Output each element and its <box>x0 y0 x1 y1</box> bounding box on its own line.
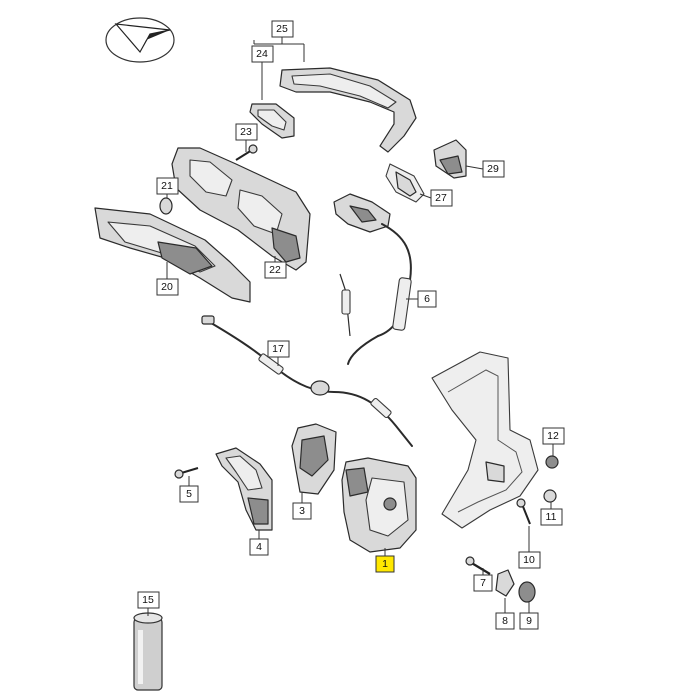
screw-part-5[interactable] <box>174 467 199 479</box>
callout-29-text: 29 <box>487 163 499 175</box>
callout-25-text: 25 <box>276 23 288 35</box>
inner-release-cable[interactable] <box>201 315 413 447</box>
callout-10[interactable]: 10 <box>518 551 541 569</box>
callout-25[interactable]: 25 <box>271 20 294 38</box>
callout-23-text: 23 <box>240 126 252 138</box>
callout-1[interactable]: 1 <box>375 555 395 573</box>
callout-6-text: 6 <box>424 293 430 305</box>
callout-1-text: 1 <box>382 558 388 570</box>
callout-21-text: 21 <box>161 180 173 192</box>
callout-7-text: 7 <box>480 577 486 589</box>
orientation-arrow-icon <box>105 17 175 63</box>
leader-lines <box>147 62 554 616</box>
callout-22-text: 22 <box>269 264 281 276</box>
callout-21[interactable]: 21 <box>156 177 179 195</box>
callout-20-text: 20 <box>161 281 173 293</box>
callout-9[interactable]: 9 <box>519 612 539 630</box>
callout-23[interactable]: 23 <box>235 123 258 141</box>
handle-carrier-frame[interactable] <box>171 147 311 271</box>
lock-bracket[interactable] <box>291 423 337 495</box>
group-bracket-25 <box>253 37 305 62</box>
callout-12[interactable]: 12 <box>542 427 565 445</box>
callout-27[interactable]: 27 <box>430 189 453 207</box>
handle-cap[interactable] <box>433 139 467 179</box>
door-trim-panel[interactable] <box>94 207 251 303</box>
nut-part[interactable] <box>543 489 557 503</box>
grommet-part[interactable] <box>545 455 559 469</box>
callout-4[interactable]: 4 <box>249 538 269 556</box>
door-lock[interactable] <box>341 457 417 553</box>
callout-24[interactable]: 24 <box>251 45 274 63</box>
screw-part[interactable] <box>235 144 258 161</box>
callout-4-text: 4 <box>256 541 262 553</box>
handle-gasket[interactable] <box>249 103 295 139</box>
callout-7[interactable]: 7 <box>473 574 493 592</box>
inner-door-handle[interactable] <box>215 447 273 531</box>
callout-8[interactable]: 8 <box>495 612 515 630</box>
callout-20[interactable]: 20 <box>156 278 179 296</box>
bolt-part-7[interactable] <box>465 556 491 575</box>
cover-cap[interactable] <box>518 581 536 603</box>
callout-11[interactable]: 11 <box>540 508 563 526</box>
callout-12-text: 12 <box>547 430 559 442</box>
outer-door-handle[interactable] <box>279 67 417 153</box>
callout-11-text: 11 <box>546 511 557 523</box>
release-cable[interactable] <box>333 193 412 365</box>
callout-24-text: 24 <box>256 48 268 60</box>
spray-can[interactable] <box>133 612 163 691</box>
cap-gasket[interactable] <box>385 163 425 203</box>
callout-27-text: 27 <box>435 192 447 204</box>
callout-15-text: 15 <box>142 594 154 606</box>
callout-17[interactable]: 17 <box>267 340 290 358</box>
callout-15[interactable]: 15 <box>137 591 160 609</box>
callout-29[interactable]: 29 <box>482 160 505 178</box>
callout-3[interactable]: 3 <box>292 502 312 520</box>
callout-5[interactable]: 5 <box>179 485 199 503</box>
callout-5-text: 5 <box>186 488 192 500</box>
callout-6[interactable]: 6 <box>417 290 437 308</box>
clip-part[interactable] <box>159 197 173 215</box>
door-frame-outline <box>431 351 539 529</box>
callout-8-text: 8 <box>502 615 508 627</box>
callout-17-text: 17 <box>272 343 284 355</box>
striker-plate[interactable] <box>495 569 515 597</box>
callout-3-text: 3 <box>299 505 305 517</box>
callout-22[interactable]: 22 <box>264 261 287 279</box>
callout-9-text: 9 <box>526 615 532 627</box>
bolt-part-10[interactable] <box>516 498 531 525</box>
callout-10-text: 10 <box>523 554 535 566</box>
